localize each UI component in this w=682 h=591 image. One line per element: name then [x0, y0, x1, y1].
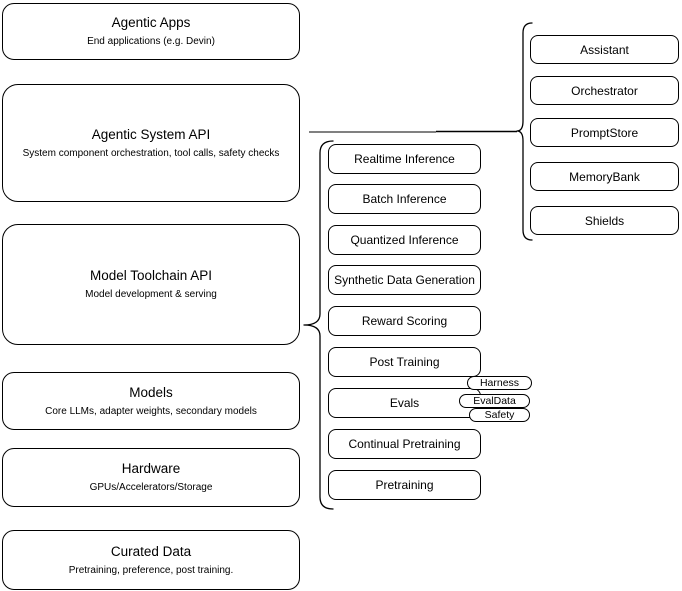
- toolchain-node-quantized-inference: Quantized Inference: [328, 225, 481, 255]
- layer-box-models: Models Core LLMs, adapter weights, secon…: [2, 372, 300, 430]
- system-node-promptstore: PromptStore: [530, 118, 679, 147]
- system-node-memorybank: MemoryBank: [530, 162, 679, 191]
- layer-subtitle: Pretraining, preference, post training.: [68, 564, 234, 576]
- layer-box-curated-data: Curated Data Pretraining, preference, po…: [2, 530, 300, 590]
- layer-subtitle: Model development & serving: [85, 289, 217, 300]
- eval-tag-safety: Safety: [469, 408, 530, 422]
- layer-title: Agentic Apps: [111, 15, 191, 30]
- toolchain-node-realtime-inference: Realtime Inference: [328, 144, 481, 174]
- toolchain-node-continual-pretraining: Continual Pretraining: [328, 429, 481, 459]
- layer-title: Curated Data: [110, 543, 192, 559]
- system-node-orchestrator: Orchestrator: [530, 76, 679, 105]
- layer-box-hardware: Hardware GPUs/Accelerators/Storage: [2, 448, 300, 507]
- layer-title: Agentic System API: [91, 126, 211, 142]
- layer-box-agentic-system-api: Agentic System API System component orch…: [2, 84, 300, 202]
- layer-subtitle: Core LLMs, adapter weights, secondary mo…: [45, 405, 257, 417]
- eval-tag-harness: Harness: [467, 376, 532, 390]
- toolchain-node-post-training: Post Training: [328, 347, 481, 377]
- layer-box-model-toolchain-api: Model Toolchain API Model development & …: [2, 224, 300, 345]
- layer-subtitle: GPUs/Accelerators/Storage: [89, 482, 213, 493]
- toolchain-node-synthetic-data-generation: Synthetic Data Generation: [328, 265, 481, 295]
- system-node-shields: Shields: [530, 206, 679, 235]
- layer-box-agentic-apps: Agentic Apps End applications (e.g. Devi…: [2, 3, 300, 60]
- layer-title: Models: [129, 384, 173, 400]
- toolchain-node-batch-inference: Batch Inference: [328, 184, 481, 214]
- toolchain-node-pretraining: Pretraining: [328, 470, 481, 500]
- layer-subtitle: End applications (e.g. Devin): [87, 36, 215, 47]
- layer-title: Model Toolchain API: [89, 268, 213, 283]
- eval-tag-evaldata: EvalData: [459, 394, 530, 408]
- system-node-assistant: Assistant: [530, 35, 679, 64]
- layer-title: Hardware: [121, 461, 181, 476]
- toolchain-node-reward-scoring: Reward Scoring: [328, 306, 481, 336]
- toolchain-node-evals: Evals: [328, 388, 481, 418]
- layer-subtitle: System component orchestration, tool cal…: [22, 147, 280, 159]
